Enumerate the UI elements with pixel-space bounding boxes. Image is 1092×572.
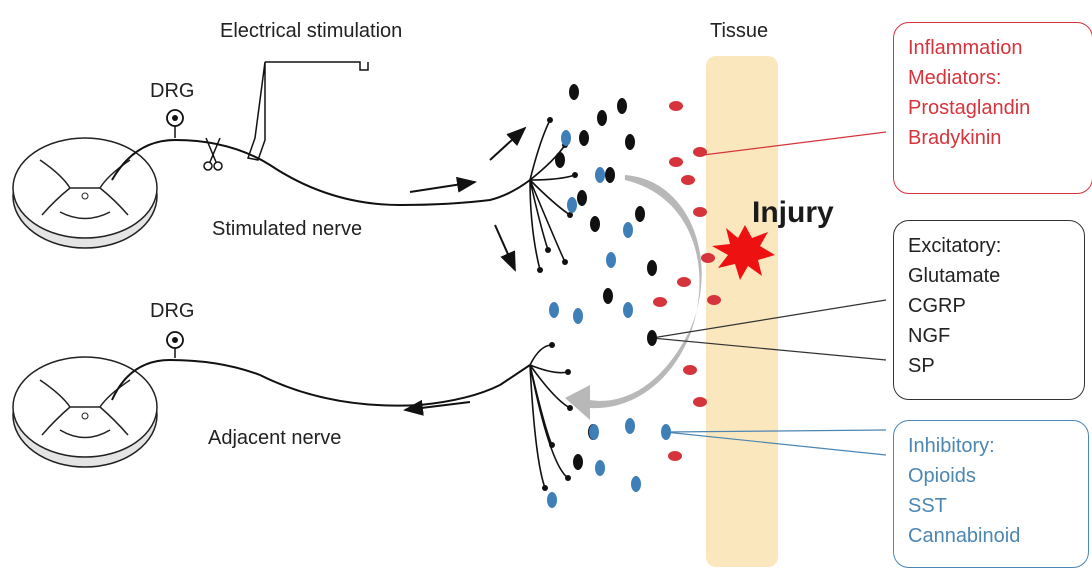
injury-label: Injury [752, 196, 834, 230]
callout-line: Opioids [908, 461, 1074, 491]
callout-line: Mediators: [908, 63, 1078, 93]
callout-line: Excitatory: [908, 231, 1070, 261]
excitatory-callout: Excitatory: Glutamate CGRP NGF SP [893, 220, 1085, 400]
terminal-knobs [537, 117, 578, 491]
spinal-cord-bottom [13, 357, 157, 467]
callout-line: Bradykinin [908, 123, 1078, 153]
electrode-icon [248, 62, 368, 160]
inflammation-callout: Inflammation Mediators: Prostaglandin Br… [893, 22, 1092, 194]
callout-line: Glutamate [908, 261, 1070, 291]
callout-line: Inhibitory: [908, 431, 1074, 461]
release-arrow [565, 175, 702, 420]
adjacent-nerve-label: Adjacent nerve [208, 427, 341, 450]
stimulated-nerve-label: Stimulated nerve [212, 218, 362, 241]
callout-line: SP [908, 351, 1070, 381]
callout-line: Prostaglandin [908, 93, 1078, 123]
inhibitory-callout: Inhibitory: Opioids SST Cannabinoid [893, 420, 1089, 568]
callout-line: NGF [908, 321, 1070, 351]
tissue-label: Tissue [710, 20, 768, 43]
callout-line: Inflammation [908, 33, 1078, 63]
electrical-stimulation-label: Electrical stimulation [220, 20, 402, 43]
callout-line: SST [908, 491, 1074, 521]
spinal-cord-top [13, 138, 157, 248]
tissue-band [706, 56, 778, 567]
nerve-terminals-bottom [530, 345, 570, 488]
direction-arrows [405, 128, 525, 410]
adjacent-nerve-path [112, 360, 530, 406]
stimulated-nerve-path [112, 140, 530, 205]
callout-line: Cannabinoid [908, 521, 1074, 551]
drg-bottom-label: DRG [150, 300, 194, 323]
callout-line: CGRP [908, 291, 1070, 321]
drg-top-label: DRG [150, 80, 194, 103]
